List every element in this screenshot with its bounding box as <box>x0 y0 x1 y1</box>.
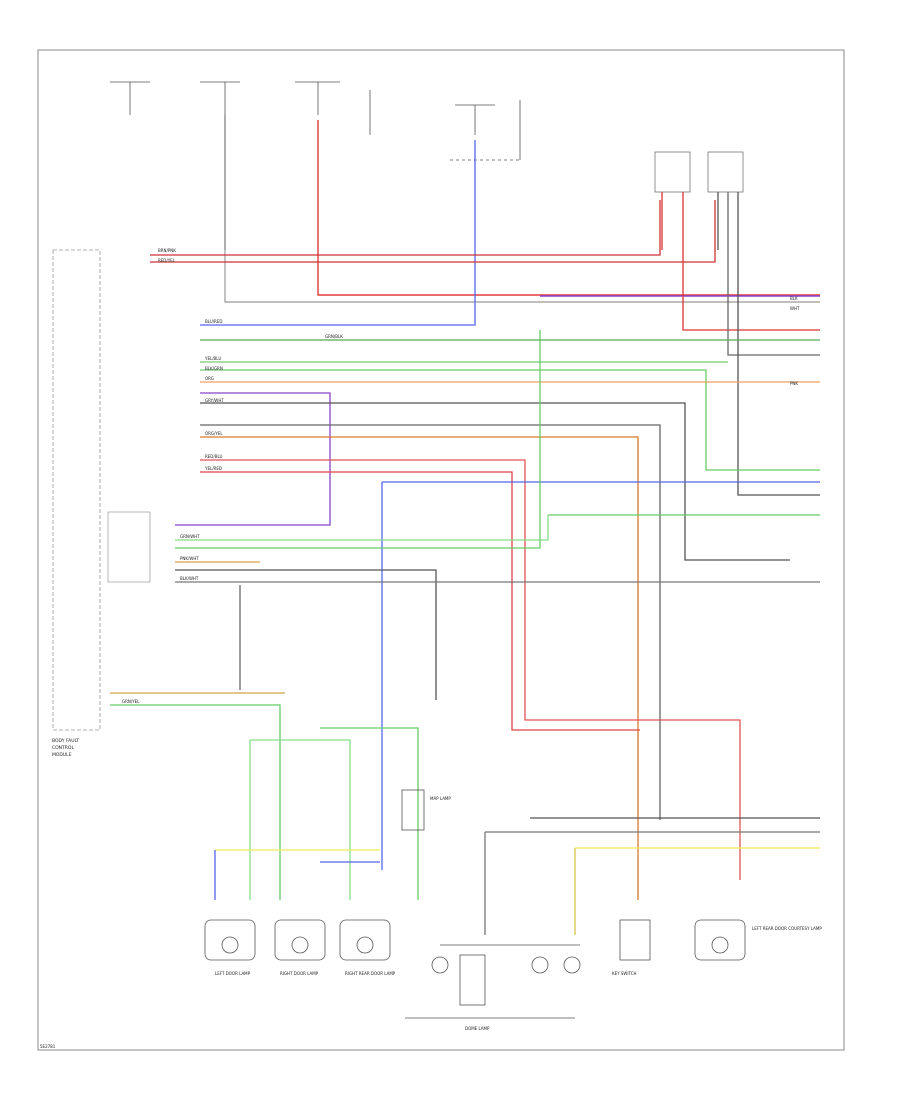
wire-red-main <box>317 120 820 296</box>
wire-red-module-2 <box>150 200 716 263</box>
right-door-lamp: RIGHT DOOR LAMP <box>274 919 326 976</box>
dome-lamp: DOME LAMP <box>405 944 581 1031</box>
module-label-3: MODULE <box>52 752 72 758</box>
wire-label: BLK <box>790 296 798 301</box>
right-rear-door-lamp-label: RIGHT REAR DOOR LAMP <box>345 971 396 976</box>
wire-label: ORG <box>205 376 214 381</box>
wire-label: YEL/RED <box>204 466 222 471</box>
wire-label: BLU/RED <box>205 319 222 324</box>
module-sub-block <box>107 511 151 583</box>
module-block <box>52 249 101 731</box>
wire-label: YEL/BLU <box>204 356 221 361</box>
diagram-frame <box>37 49 845 1051</box>
module-lower-wires <box>175 561 820 700</box>
lamp-feed-wires <box>110 692 419 900</box>
wire-label: PNK <box>790 381 798 386</box>
wire-label: RED/BLU <box>205 454 223 459</box>
wire-label: GRN/BLK <box>325 334 343 339</box>
key-switch-label: KEY SWITCH <box>612 971 637 976</box>
module-output-wires <box>175 339 820 900</box>
wire-green-vertical <box>175 330 541 549</box>
wire-label: WHT <box>790 306 800 311</box>
dome-lamp-label: DOME LAMP <box>465 1026 490 1031</box>
module-label-2: CONTROL <box>52 745 74 751</box>
connector-pins <box>661 192 820 496</box>
footer-code: 5E2781 <box>40 1044 56 1049</box>
left-door-lamp-label: LEFT DOOR LAMP <box>215 971 251 976</box>
wire-label: PNK/WHT <box>180 556 199 561</box>
wire-blue-top <box>200 140 476 326</box>
key-switch: KEY SWITCH <box>612 919 651 976</box>
right-door-lamp-label: RIGHT DOOR LAMP <box>280 971 319 976</box>
module-label-1: BODY FAULT <box>52 738 79 744</box>
wire-green-3 <box>175 515 549 541</box>
wire-label: BLK/GRN <box>205 366 223 371</box>
wire-label: RED/YEL <box>158 258 176 263</box>
wire-label: GRN/YEL <box>122 699 140 704</box>
map-lamp-label: MAP LAMP <box>430 796 451 801</box>
wire-label: BRN/PNK <box>158 248 176 253</box>
wire-gray-top <box>224 115 820 303</box>
left-door-lamp: LEFT DOOR LAMP <box>204 919 256 976</box>
top-fuse-group <box>110 81 521 161</box>
wire-label: BLK/WHT <box>180 576 199 581</box>
wire-label: ORG/YEL <box>205 431 223 436</box>
wire-label: GRY/WHT <box>205 398 224 403</box>
left-rear-door-lamp: LEFT REAR DOOR COURTESY LAMP <box>694 919 822 961</box>
left-rear-door-lamp-label: LEFT REAR DOOR COURTESY LAMP <box>752 926 822 931</box>
wire-red-module-1 <box>150 200 661 256</box>
dome-lamp-wires <box>484 817 820 935</box>
connector-box-1 <box>654 151 691 193</box>
right-rear-door-lamp: RIGHT REAR DOOR LAMP <box>339 919 396 976</box>
wire-label: GRN/WHT <box>180 534 200 539</box>
connector-box-2 <box>707 151 744 193</box>
map-lamp-box <box>401 789 425 831</box>
